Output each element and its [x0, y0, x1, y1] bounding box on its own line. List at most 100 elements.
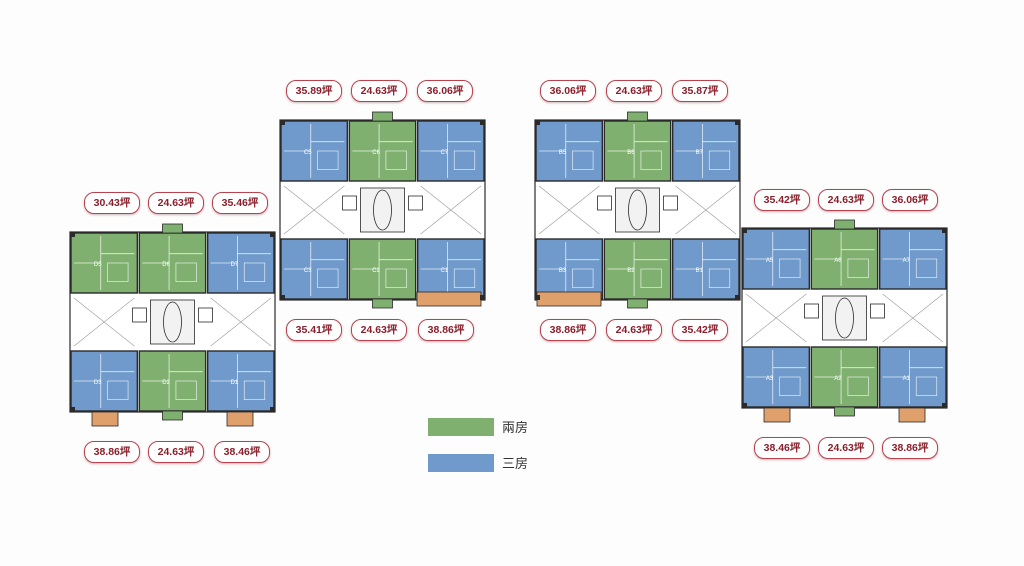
void-line — [882, 293, 944, 343]
unit-code: B6 — [627, 150, 635, 156]
unit-code: A3 — [766, 376, 774, 382]
room-fixture — [572, 268, 594, 288]
room-fixture — [243, 262, 266, 282]
room-fixture — [317, 268, 339, 288]
legend-swatch-three-room — [428, 453, 494, 472]
room-fixture — [708, 150, 731, 170]
elevator-icon — [804, 303, 819, 319]
room-fixture — [847, 376, 869, 396]
unit-code: A5 — [766, 258, 774, 264]
legend-label-two-room: 兩房 — [502, 420, 529, 435]
room-fixture — [708, 268, 731, 288]
balcony-block — [416, 291, 482, 307]
structural-column — [270, 232, 275, 237]
room-fixture — [572, 150, 594, 170]
entry-tab — [834, 219, 855, 230]
room-fixture — [915, 376, 938, 396]
room-fixture — [640, 150, 662, 170]
unit-code: C3 — [304, 268, 312, 274]
unit-area-label: 24.63坪 — [818, 437, 874, 459]
entry-tab — [372, 298, 393, 309]
room-fixture — [779, 258, 801, 278]
void-line — [210, 297, 272, 347]
unit-area-label: 38.86坪 — [540, 319, 596, 341]
structural-column — [480, 120, 485, 125]
structural-column — [70, 232, 75, 237]
elevator-icon — [408, 195, 423, 211]
balcony-block — [763, 407, 791, 423]
room-fixture — [175, 262, 197, 282]
core-block — [822, 295, 867, 341]
structural-column — [280, 295, 285, 300]
room-fixture — [317, 150, 339, 170]
unit-area-label: 24.63坪 — [818, 189, 874, 211]
void-line — [675, 185, 737, 235]
unit-area-label: 36.06坪 — [417, 80, 473, 102]
structural-column — [480, 295, 485, 300]
elevator-icon — [342, 195, 357, 211]
balcony-block — [898, 407, 926, 423]
stair-icon — [163, 301, 182, 343]
unit-code: D3 — [94, 380, 102, 386]
structural-column — [535, 120, 540, 125]
unit-area-label: 35.89坪 — [286, 80, 342, 102]
unit-area-label: 38.46坪 — [754, 437, 810, 459]
unit-area-label: 24.63坪 — [351, 319, 407, 341]
room-fixture — [453, 150, 476, 170]
room-fixture — [385, 150, 407, 170]
unit-code: B5 — [559, 150, 567, 156]
unit-code: D5 — [94, 262, 102, 268]
unit-area-label: 35.42坪 — [672, 319, 728, 341]
stair-icon — [373, 189, 392, 231]
elevator-icon — [198, 307, 213, 323]
unit-area-label: 35.42坪 — [754, 189, 810, 211]
stair-icon — [835, 297, 854, 339]
unit-area-label: 36.06坪 — [882, 189, 938, 211]
void-line — [73, 297, 135, 347]
core-block — [615, 187, 660, 233]
unit-code: C6 — [372, 150, 380, 156]
unit-area-label: 24.63坪 — [148, 192, 204, 214]
unit-code: A2 — [834, 376, 842, 382]
structural-column — [280, 120, 285, 125]
balcony-block — [536, 291, 602, 307]
unit-area-label: 24.63坪 — [606, 80, 662, 102]
structural-column — [735, 120, 740, 125]
room-fixture — [243, 380, 266, 400]
unit-code: B7 — [696, 150, 704, 156]
unit-area-label: 35.46坪 — [212, 192, 268, 214]
unit-area-label: 38.46坪 — [214, 441, 270, 463]
structural-column — [742, 403, 747, 408]
room-fixture — [847, 258, 869, 278]
void-line — [420, 185, 482, 235]
core-block — [150, 299, 195, 345]
core-block — [360, 187, 405, 233]
legend-label-three-room: 三房 — [502, 456, 529, 471]
structural-column — [942, 228, 947, 233]
entry-tab — [162, 223, 183, 234]
unit-area-label: 38.86坪 — [84, 441, 140, 463]
structural-column — [70, 407, 75, 412]
unit-code: C2 — [372, 268, 380, 274]
unit-code: A1 — [903, 376, 911, 382]
unit-code: B2 — [627, 268, 635, 274]
entry-tab — [834, 406, 855, 417]
void-line — [283, 185, 345, 235]
unit-area-label: 38.86坪 — [418, 319, 474, 341]
unit-area-label: 24.63坪 — [148, 441, 204, 463]
room-fixture — [385, 268, 407, 288]
room-fixture — [779, 376, 801, 396]
room-fixture — [453, 268, 476, 288]
elevator-icon — [597, 195, 612, 211]
unit-area-label: 24.63坪 — [606, 319, 662, 341]
entry-tab — [372, 111, 393, 122]
stair-icon — [628, 189, 647, 231]
unit-area-label: 38.86坪 — [882, 437, 938, 459]
void-line — [538, 185, 600, 235]
unit-area-label: 35.87坪 — [672, 80, 728, 102]
unit-area-label: 36.06坪 — [540, 80, 596, 102]
legend-three-room: 三房 — [428, 453, 528, 472]
unit-code: D6 — [162, 262, 170, 268]
